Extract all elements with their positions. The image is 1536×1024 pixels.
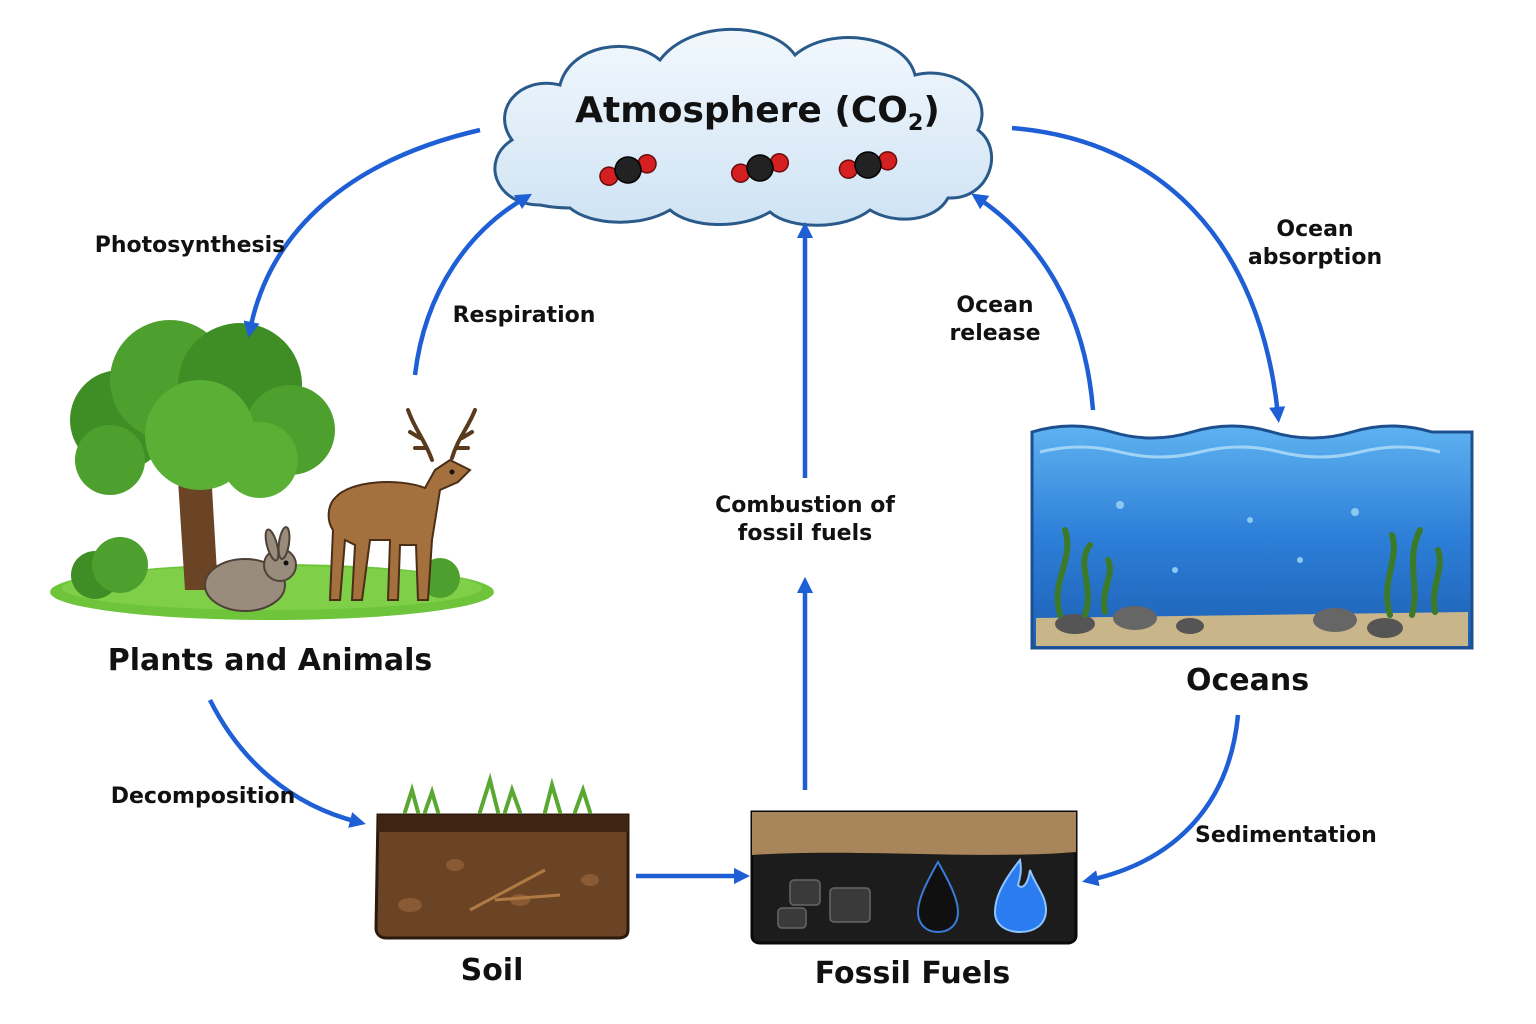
label-ocean-absorption-line1: Ocean xyxy=(1276,217,1354,242)
label-ocean-release-line2: release xyxy=(949,320,1041,346)
soil-block xyxy=(374,772,630,940)
label-ocean-release: Ocean release xyxy=(935,292,1055,347)
arrow-ocean-absorption xyxy=(1011,125,1286,424)
atmosphere-title-suffix: ) xyxy=(923,90,940,131)
label-combustion-line1: Combustion of xyxy=(715,493,895,518)
co2-molecule-icon xyxy=(730,153,790,183)
node-oceans: Oceans xyxy=(1185,663,1310,698)
co2-molecules xyxy=(599,151,898,186)
node-fossil-fuels: Fossil Fuels xyxy=(814,956,1011,991)
coal-icon xyxy=(777,879,871,929)
arrow-decomposition xyxy=(207,698,366,828)
atmosphere-title-prefix: Atmosphere (CO xyxy=(575,90,908,131)
plants-animals-scene xyxy=(50,320,494,620)
label-respiration: Respiration xyxy=(452,303,596,328)
fossil-fuels-block xyxy=(750,810,1078,945)
node-soil: Soil xyxy=(460,953,524,988)
arrow-ocean-release xyxy=(971,193,1096,411)
atmosphere-title: Atmosphere (CO2) xyxy=(560,88,955,136)
arrow-respiration xyxy=(412,193,532,376)
co2-molecule-icon xyxy=(838,151,898,179)
label-combustion: Combustion of fossil fuels xyxy=(705,492,905,547)
oil-drop-icon xyxy=(916,859,960,934)
arrow-photosynthesis xyxy=(243,127,481,338)
atmosphere-title-subscript: 2 xyxy=(907,109,924,136)
node-plants-animals: Plants and Animals xyxy=(107,643,433,678)
label-combustion-line2: fossil fuels xyxy=(737,520,873,546)
ocean-scene xyxy=(1030,424,1474,650)
gas-flame-icon xyxy=(993,857,1048,934)
deer-icon xyxy=(327,408,477,601)
label-ocean-release-line1: Ocean xyxy=(956,293,1034,318)
arrow-sedimentation xyxy=(1082,714,1241,887)
co2-molecule-icon xyxy=(599,154,657,186)
arrows xyxy=(207,125,1286,887)
label-ocean-absorption: Ocean absorption xyxy=(1245,216,1385,271)
label-ocean-absorption-line2: absorption xyxy=(1247,244,1383,270)
label-photosynthesis: Photosynthesis xyxy=(94,233,286,258)
label-sedimentation: Sedimentation xyxy=(1195,823,1377,848)
tree-icon xyxy=(70,320,335,590)
rabbit-icon xyxy=(204,526,297,612)
label-decomposition: Decomposition xyxy=(110,784,296,809)
